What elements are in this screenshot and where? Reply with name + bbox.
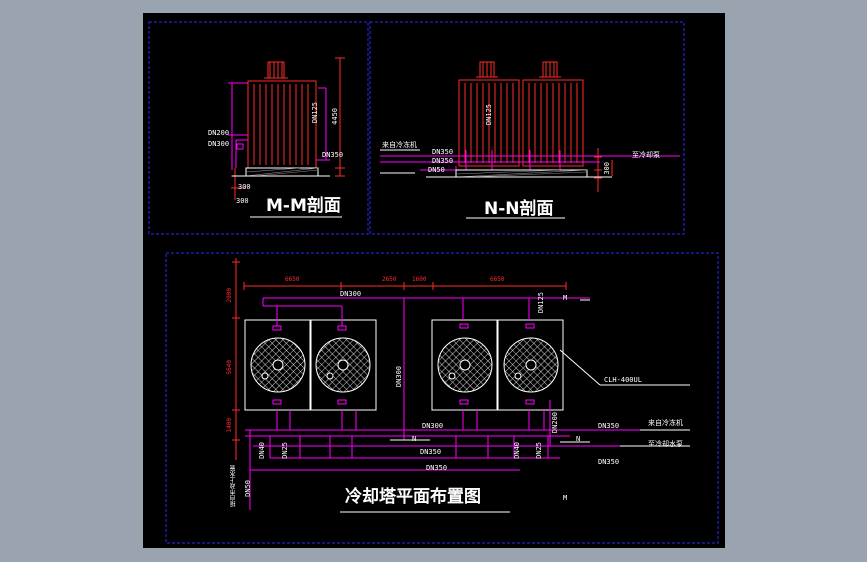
plan-left-dim-2: 5640 [226, 360, 233, 375]
plan-dn300-top: DN300 [340, 290, 362, 298]
plan-dn300-vertical: DN300 [395, 366, 403, 388]
plan-dn200-label: DN200 [551, 412, 559, 434]
plan-dim-1: 6650 [285, 276, 300, 283]
plan-makeup-water-label: 接自市政上水管 [230, 465, 237, 507]
mm-section-frame [148, 21, 369, 235]
plan-dn125-top: DN125 [537, 292, 545, 314]
plan-m-mark-bottom: M [563, 494, 568, 502]
plan-dn350-low: DN350 [426, 464, 448, 472]
plan-dim-4: 6650 [490, 276, 505, 283]
plan-dn40-left: DN40 [258, 442, 266, 459]
mm-section-drawing [228, 57, 345, 218]
plan-model-label: CLH-400UL [604, 376, 642, 384]
plan-dn40-right: DN40 [513, 442, 521, 459]
mm-dn125-label: DN125 [311, 102, 319, 124]
plan-dn350-right: DN350 [598, 422, 620, 430]
mm-height-dimension: 4450 [331, 108, 339, 125]
plan-to-pump-label: 至冷却水泵 [648, 440, 683, 448]
plan-from-unit-label: 来自冷冻机 [648, 419, 683, 427]
mm-dn200-label: DN200 [208, 129, 230, 137]
plan-frame [165, 252, 719, 544]
plan-dn350-bottom: DN350 [598, 458, 620, 466]
plan-n-mark-left: N [412, 435, 417, 443]
mm-dn300-label: DN300 [208, 140, 230, 148]
nn-from-unit-label: 来自冷冻机 [382, 141, 417, 149]
mm-dim-300-a: 300 [238, 183, 251, 191]
nn-dn125-label: DN125 [485, 104, 493, 126]
plan-dim-3: 1600 [412, 276, 427, 283]
nn-dim-300: 300 [603, 162, 611, 175]
plan-left-dim-3: 1400 [226, 418, 233, 433]
plan-dn25-right: DN25 [535, 442, 543, 459]
plan-title: 冷却塔平面布置图 [345, 487, 481, 507]
nn-to-pump-label: 至冷却泵 [632, 151, 660, 159]
plan-dn350-mid: DN350 [420, 448, 442, 456]
plan-drawing [232, 258, 690, 513]
nn-dn350-b: DN350 [432, 157, 454, 165]
nn-section-title: N-N剖面 [484, 199, 554, 219]
mm-dim-300-b: 300 [236, 197, 249, 205]
nn-dn350-a: DN350 [432, 148, 454, 156]
plan-n-mark-right: N [576, 435, 581, 443]
nn-section-drawing [380, 61, 680, 219]
mm-dn350-label: DN350 [322, 151, 344, 159]
nn-dn50-label: DN50 [428, 166, 445, 174]
drawing-sheet [143, 13, 725, 548]
plan-dn50-label: DN50 [244, 480, 252, 497]
nn-section-frame [369, 21, 685, 235]
plan-dn25-left: DN25 [281, 442, 289, 459]
plan-dim-2: 2650 [382, 276, 397, 283]
plan-dn300-mid: DN300 [422, 422, 444, 430]
plan-m-mark-top: M [563, 294, 568, 302]
mm-section-title: M-M剖面 [266, 196, 341, 216]
plan-left-dim-1: 2000 [226, 288, 233, 303]
